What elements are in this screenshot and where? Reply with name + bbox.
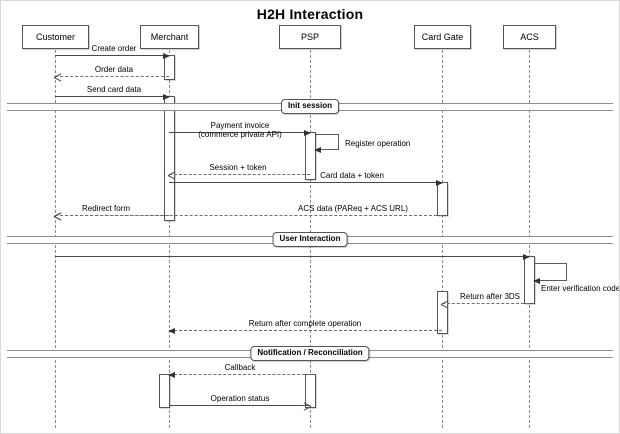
arrowhead-icon [168,327,175,334]
arrowhead-icon [304,129,311,136]
message-callback [168,371,310,378]
message-label-session-token: Session + token [209,163,267,172]
message-card-data-token [169,179,443,186]
arrowhead-icon [163,52,170,59]
message-label-return-after-complete-operation: Return after complete operation [248,319,362,328]
message-label-payment-invoice: Payment invoice [210,121,270,130]
activation-bar-merchant [159,374,170,408]
message-label-create-order: Create order [91,44,137,53]
message-label-acs-data: ACS data (PAReq + ACS URL) [298,204,408,213]
page-title: H2H Interaction [256,6,364,22]
arrowhead-icon [436,179,443,186]
participant-psp[interactable]: PSP [279,25,341,49]
arrowhead-icon [314,146,321,153]
message-label-redirect-form: Redirect form [81,204,131,213]
message-send-card-data [55,93,170,100]
arrowhead-icon [168,371,175,378]
arrowhead-icon [168,171,175,179]
section-label-user-interaction: User Interaction [272,232,348,247]
participant-acs[interactable]: ACS [503,25,556,49]
arrowhead-icon [304,402,311,410]
message-create-order [55,52,170,59]
participant-merchant[interactable]: Merchant [140,25,199,49]
participant-cardgate[interactable]: Card Gate [414,25,471,49]
message-redirect-form [55,215,169,216]
arrowhead-icon [523,253,530,260]
message-label-send-card-data: Send card data [86,85,142,94]
message-label-order-data: Order data [94,65,134,74]
activation-bar-merchant [164,96,175,221]
self-message-enter-verification-code [533,263,567,284]
participant-label: Customer [35,32,75,42]
section-label-init-session: Init session [280,99,340,114]
message-label-card-data-token: Card data + token [320,171,384,180]
message-label-callback: Callback [224,363,256,372]
message-operation-status [169,405,310,406]
message-label-operation-status: Operation status [210,394,270,403]
participant-customer[interactable]: Customer [22,25,89,49]
arrowhead-icon [533,277,540,284]
participant-label: Card Gate [421,32,464,42]
participant-label: ACS [520,32,539,42]
participant-label: Merchant [150,32,189,42]
participant-label: PSP [300,32,319,42]
arrowhead-icon [441,300,448,308]
message-return-after-3ds [442,303,529,304]
message-payment-invoice [169,129,311,136]
arrowhead-icon [54,212,61,220]
self-message-register-operation [314,134,339,153]
message-label-enter-verification-code: Enter verification code [541,284,620,293]
message-order-data [55,76,169,77]
activation-bar-cardgate [437,182,448,216]
section-label-notification: Notification / Reconciliation [250,346,370,361]
message-label-register-operation: Register operation [345,139,411,148]
message-redirect-to-acs [55,253,530,260]
message-acs-data [55,215,442,216]
activation-bar-cardgate [437,291,448,334]
message-label-return-after-3ds: Return after 3DS [459,292,521,301]
arrowhead-icon [54,73,61,81]
arrowhead-icon [163,93,170,100]
message-return-after-complete-operation [168,327,442,334]
message-session-token [169,174,310,175]
message-sublabel-payment-invoice: (commerce private API) [198,130,282,139]
